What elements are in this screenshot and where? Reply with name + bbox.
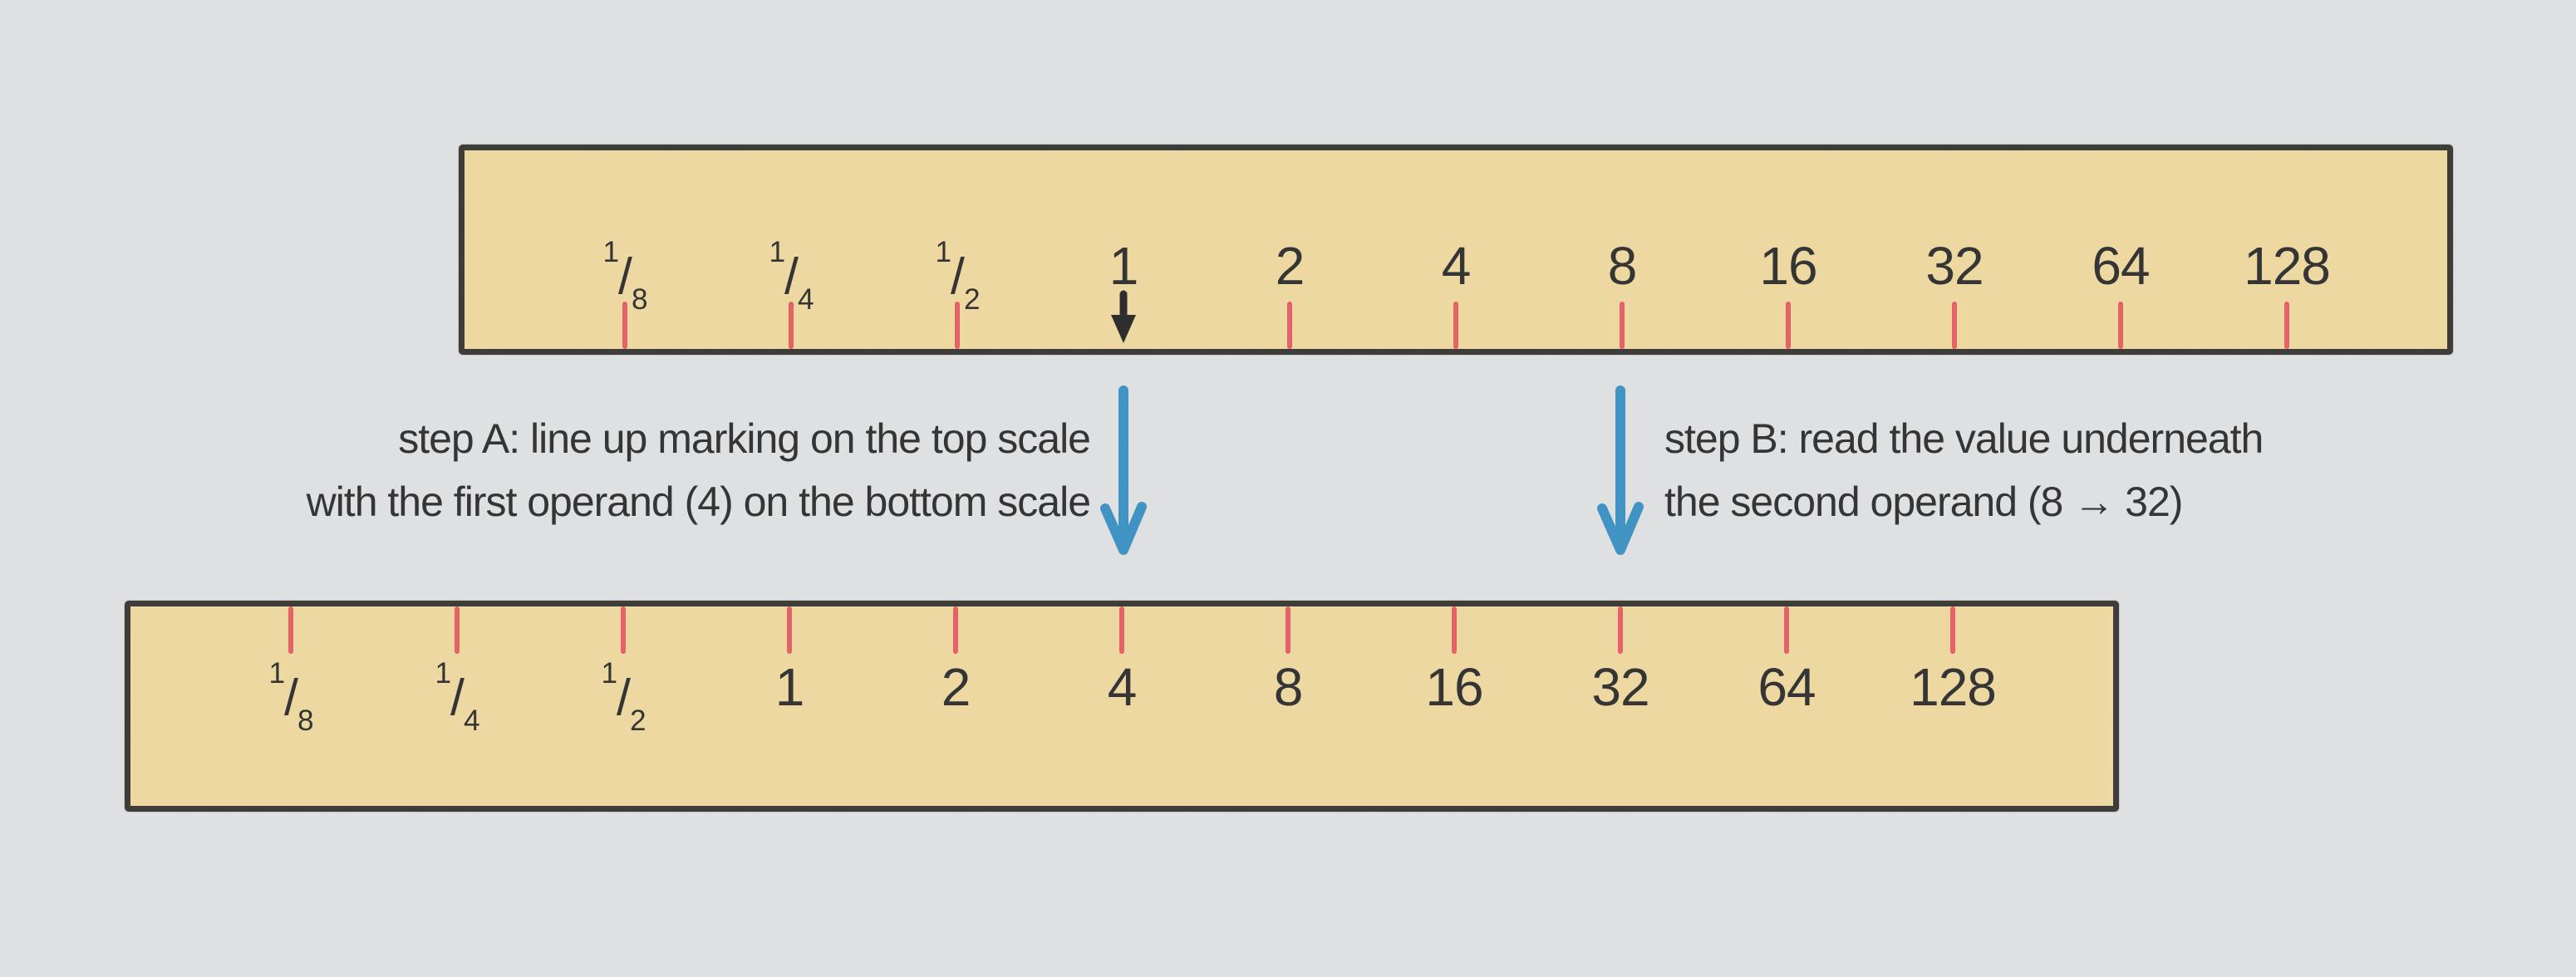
tick-mark-1	[787, 606, 792, 654]
tick-mark-1-4	[455, 606, 460, 654]
step-a-line-1: step A: line up marking on the top scale	[398, 415, 1091, 462]
tick-mark-64	[2118, 302, 2123, 349]
step-a-down-arrow-icon	[1100, 385, 1147, 555]
step-a-line-2: with the first operand (4) on the bottom…	[306, 479, 1091, 525]
tick-mark-16	[1786, 302, 1791, 349]
tick-mark-4	[1119, 606, 1124, 654]
tick-mark-128	[2284, 302, 2289, 349]
tick-label-32: 32	[1591, 657, 1649, 717]
tick-label-4: 4	[1107, 657, 1138, 717]
tick-label-128: 128	[2244, 236, 2331, 296]
tick-label-1-8: 1/8	[602, 236, 647, 317]
top-scale-ruler: 1/8 1/4 1/2 1 2 4 8 16 32 64 128	[459, 145, 2453, 355]
top-scale-pointer-down-arrow-icon	[1109, 290, 1138, 349]
tick-label-16: 16	[1425, 657, 1483, 717]
tick-mark-128	[1950, 606, 1955, 654]
tick-mark-32	[1618, 606, 1623, 654]
step-a-annotation: step A: line up marking on the top scale…	[306, 407, 1091, 533]
tick-label-64: 64	[1757, 657, 1816, 717]
step-b-annotation: step B: read the value underneath the se…	[1664, 407, 2264, 533]
tick-mark-2	[953, 606, 958, 654]
tick-label-1: 1	[1109, 236, 1139, 296]
step-b-line-2: the second operand (8 → 32)	[1664, 479, 2183, 525]
tick-mark-32	[1952, 302, 1957, 349]
tick-mark-2	[1287, 302, 1292, 349]
tick-label-1-2: 1/2	[935, 236, 980, 317]
tick-label-32: 32	[1925, 236, 1984, 296]
tick-label-1-4: 1/4	[769, 236, 814, 317]
tick-mark-8	[1620, 302, 1625, 349]
tick-label-1-2: 1/2	[601, 657, 646, 738]
tick-mark-16	[1452, 606, 1457, 654]
tick-label-1: 1	[774, 657, 805, 717]
tick-label-2: 2	[1275, 236, 1305, 296]
step-b-line-1: step B: read the value underneath	[1664, 415, 2264, 462]
tick-label-8: 8	[1607, 236, 1638, 296]
tick-label-16: 16	[1759, 236, 1817, 296]
tick-label-64: 64	[2092, 236, 2150, 296]
tick-label-1-4: 1/4	[435, 657, 479, 738]
tick-label-4: 4	[1441, 236, 1472, 296]
step-b-down-arrow-icon	[1597, 385, 1644, 555]
tick-label-128: 128	[1910, 657, 1997, 717]
tick-mark-4	[1453, 302, 1458, 349]
tick-mark-64	[1784, 606, 1789, 654]
tick-label-8: 8	[1273, 657, 1304, 717]
tick-mark-8	[1286, 606, 1290, 654]
bottom-scale-ruler: 1/8 1/4 1/2 1 2 4 8 16 32 64 128	[125, 601, 2119, 812]
tick-mark-1-8	[288, 606, 293, 654]
tick-label-1-8: 1/8	[268, 657, 313, 738]
tick-mark-1-2	[621, 606, 626, 654]
tick-label-2: 2	[941, 657, 971, 717]
